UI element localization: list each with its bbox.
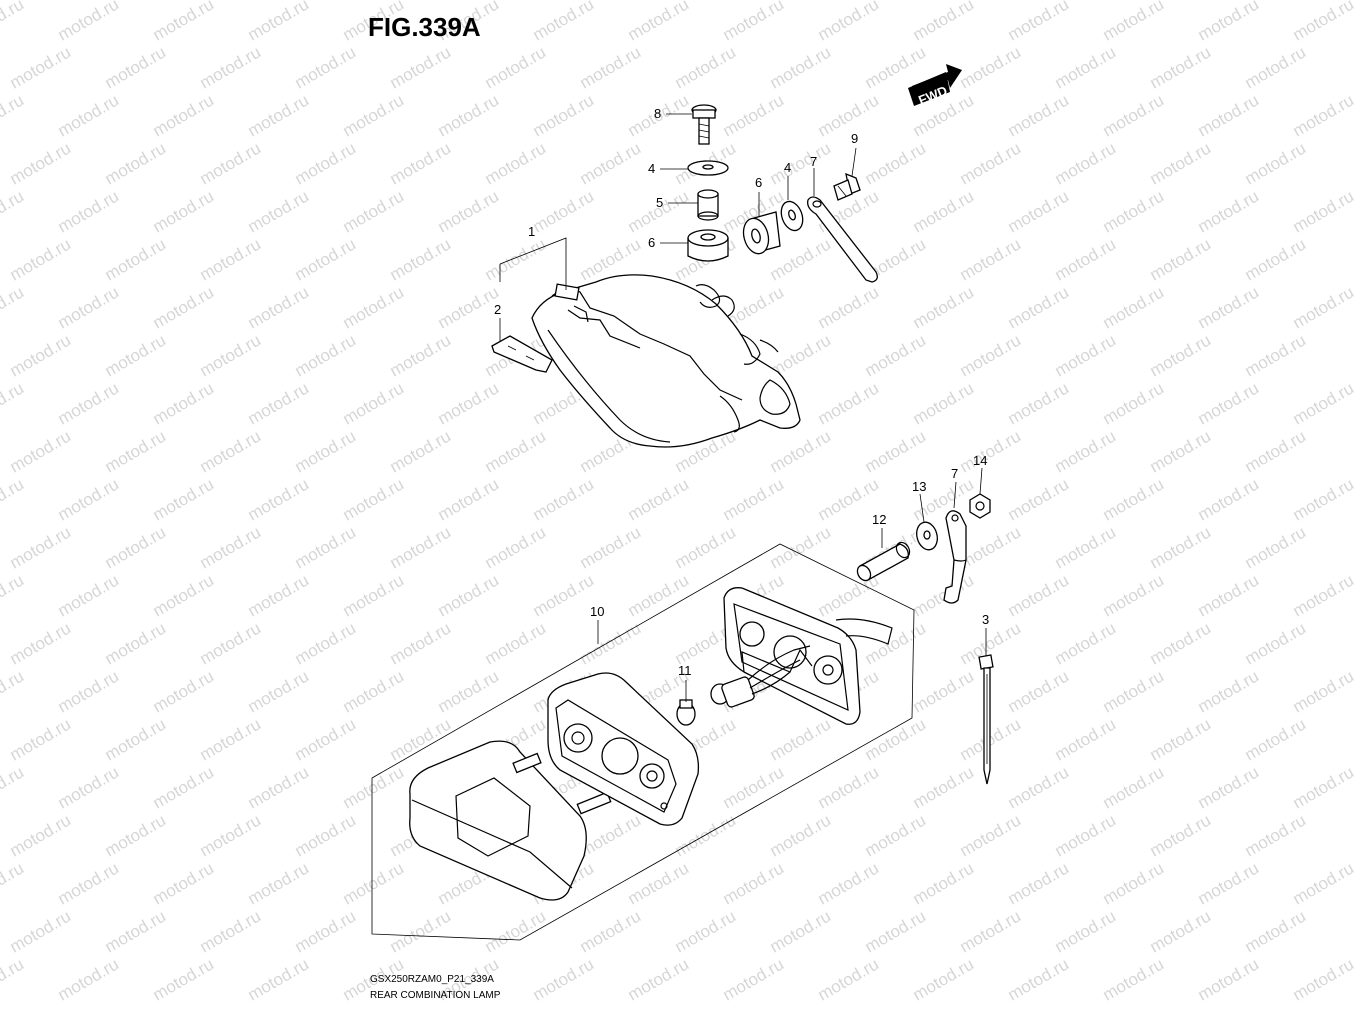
cable-tie-part (978, 654, 994, 785)
lamp-housing-part (531, 274, 801, 448)
washer-side-part (780, 200, 804, 232)
lamp-body-part (547, 672, 700, 826)
washer-part (687, 160, 729, 176)
grommet-part (687, 229, 729, 262)
model-code: GSX250RZAM0_P21_339A (370, 974, 494, 985)
bolt-part (691, 104, 717, 145)
callout-7-lower: 7 (951, 466, 959, 481)
spacer-tube-part (856, 541, 911, 582)
nut-part (969, 493, 991, 519)
socket-part (710, 645, 811, 708)
callout-11: 11 (678, 663, 692, 678)
callout-2: 2 (494, 302, 502, 317)
fwd-arrow-icon: FWD (908, 64, 962, 108)
lamp-base-part (723, 587, 893, 725)
figure-title: FIG.339A (368, 12, 481, 42)
callout-1: 1 (528, 224, 536, 239)
callout-13: 13 (912, 479, 927, 494)
washer-13-part (916, 521, 938, 551)
collar-part (697, 189, 719, 221)
bulb-part (676, 699, 696, 726)
callout-7-upper: 7 (810, 154, 818, 169)
callout-14: 14 (973, 453, 988, 468)
callout-4-top: 4 (648, 161, 656, 176)
callout-3: 3 (982, 612, 990, 627)
callout-6-left: 6 (648, 235, 656, 250)
callout-10: 10 (590, 604, 605, 619)
callout-4-side: 4 (784, 160, 792, 175)
callout-12: 12 (872, 512, 887, 527)
figure-caption: REAR COMBINATION LAMP (370, 990, 501, 1001)
clamp-lower-part (943, 510, 967, 604)
screw-part (833, 172, 861, 201)
callout-8: 8 (654, 106, 662, 121)
callout-6-right: 6 (755, 175, 763, 190)
callout-9: 9 (851, 131, 859, 146)
lamp-lens-part (409, 740, 612, 901)
callout-5: 5 (656, 195, 664, 210)
clamp-part (807, 196, 878, 283)
grommet-side-part (742, 211, 781, 255)
leader-lines (499, 113, 987, 702)
lamp-assembly-outline (371, 543, 915, 941)
label-plate-part (491, 335, 553, 373)
